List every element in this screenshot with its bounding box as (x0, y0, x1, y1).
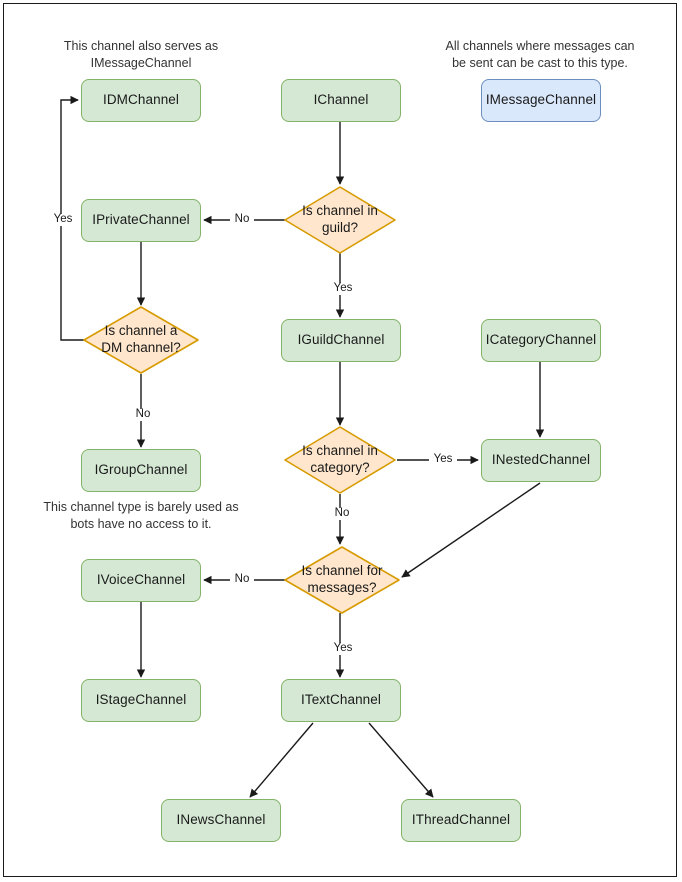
diamond-shape (284, 546, 400, 614)
node-ithreadchannel-label: IThreadChannel (411, 812, 511, 828)
node-ivoicechannel-label: IVoiceChannel (96, 572, 186, 588)
edge-label-category-yes: Yes (429, 453, 457, 466)
node-iprivatechannel[interactable]: IPrivateChannel (81, 199, 201, 242)
edge-label-dm-yes: Yes (49, 213, 77, 226)
note-message-channel: All channels where messages can be sent … (440, 38, 640, 72)
edge-label-guild-yes: Yes (329, 282, 357, 295)
edge-inestedchannel-to-messages-decision (401, 482, 541, 578)
node-istagechannel[interactable]: IStageChannel (81, 679, 201, 722)
node-inestedchannel-label: INestedChannel (491, 452, 591, 468)
node-is-channel-for-messages-label: Is channel for messages? (295, 563, 388, 597)
note-message-line-1: All channels where messages can (445, 39, 635, 53)
note-dm-line-2: IMessageChannel (90, 55, 192, 70)
edge-itextchannel-to-ithreadchannel (368, 722, 434, 798)
node-is-channel-a-dm-channel-label: Is channel a DM channel? (95, 323, 187, 357)
node-is-channel-in-guild[interactable]: Is channel in guild? (284, 186, 396, 254)
node-iprivatechannel-label: IPrivateChannel (92, 212, 190, 228)
node-is-channel-in-guild-label: Is channel in guild? (296, 203, 384, 237)
decision-messages-line-2: messages? (307, 580, 377, 595)
note-group-channel: This channel type is barely used as bots… (41, 499, 241, 533)
node-ithreadchannel[interactable]: IThreadChannel (401, 799, 521, 842)
node-icategorychannel-label: ICategoryChannel (485, 332, 597, 348)
node-is-channel-for-messages[interactable]: Is channel for messages? (284, 546, 400, 614)
note-dm-line-1: This channel also serves as (63, 39, 219, 53)
edge-itextchannel-to-inewschannel (249, 722, 314, 798)
edge-label-dm-no: No (131, 408, 155, 421)
diamond-shape (284, 426, 396, 494)
note-dm-channel: This channel also serves as IMessageChan… (55, 38, 227, 72)
note-group-line-2: bots have no access to it. (70, 516, 212, 531)
decision-guild-line-1: Is channel in (302, 203, 378, 219)
node-is-channel-in-category[interactable]: Is channel in category? (284, 426, 396, 494)
decision-dm-line-1: Is channel a (104, 323, 178, 339)
node-itextchannel[interactable]: ITextChannel (281, 679, 401, 722)
edge-label-messages-no: No (230, 573, 254, 586)
node-idmchannel-label: IDMChannel (102, 92, 180, 108)
node-inewschannel-label: INewsChannel (176, 812, 266, 828)
node-inestedchannel[interactable]: INestedChannel (481, 439, 601, 482)
note-group-line-1: This channel type is barely used as (43, 500, 239, 514)
decision-category-line-1: Is channel in (302, 443, 378, 459)
node-ichannel-label: IChannel (313, 92, 369, 108)
edge-label-guild-no: No (230, 213, 254, 226)
node-is-channel-in-category-label: Is channel in category? (296, 443, 384, 477)
node-itextchannel-label: ITextChannel (301, 692, 381, 708)
node-icategorychannel[interactable]: ICategoryChannel (481, 319, 601, 362)
node-is-channel-a-dm-channel[interactable]: Is channel a DM channel? (83, 306, 199, 374)
edge-label-messages-yes: Yes (329, 642, 357, 655)
node-igroupchannel[interactable]: IGroupChannel (81, 449, 201, 492)
node-iguildchannel-label: IGuildChannel (297, 332, 385, 348)
node-inewschannel[interactable]: INewsChannel (161, 799, 281, 842)
edge-label-category-no: No (330, 507, 354, 520)
diamond-shape (284, 186, 396, 254)
decision-dm-line-2: DM channel? (101, 340, 181, 355)
node-idmchannel[interactable]: IDMChannel (81, 79, 201, 122)
diamond-shape (83, 306, 199, 374)
node-igroupchannel-label: IGroupChannel (94, 462, 188, 478)
node-ivoicechannel[interactable]: IVoiceChannel (81, 559, 201, 602)
decision-messages-line-1: Is channel for (301, 563, 383, 579)
note-message-line-2: be sent can be cast to this type. (452, 55, 628, 70)
decision-guild-line-2: guild? (321, 220, 359, 235)
node-iguildchannel[interactable]: IGuildChannel (281, 319, 401, 362)
node-imessagechannel[interactable]: IMessageChannel (481, 79, 601, 122)
node-imessagechannel-label: IMessageChannel (485, 92, 597, 108)
decision-category-line-2: category? (310, 460, 370, 475)
node-ichannel[interactable]: IChannel (281, 79, 401, 122)
node-istagechannel-label: IStageChannel (95, 692, 187, 708)
